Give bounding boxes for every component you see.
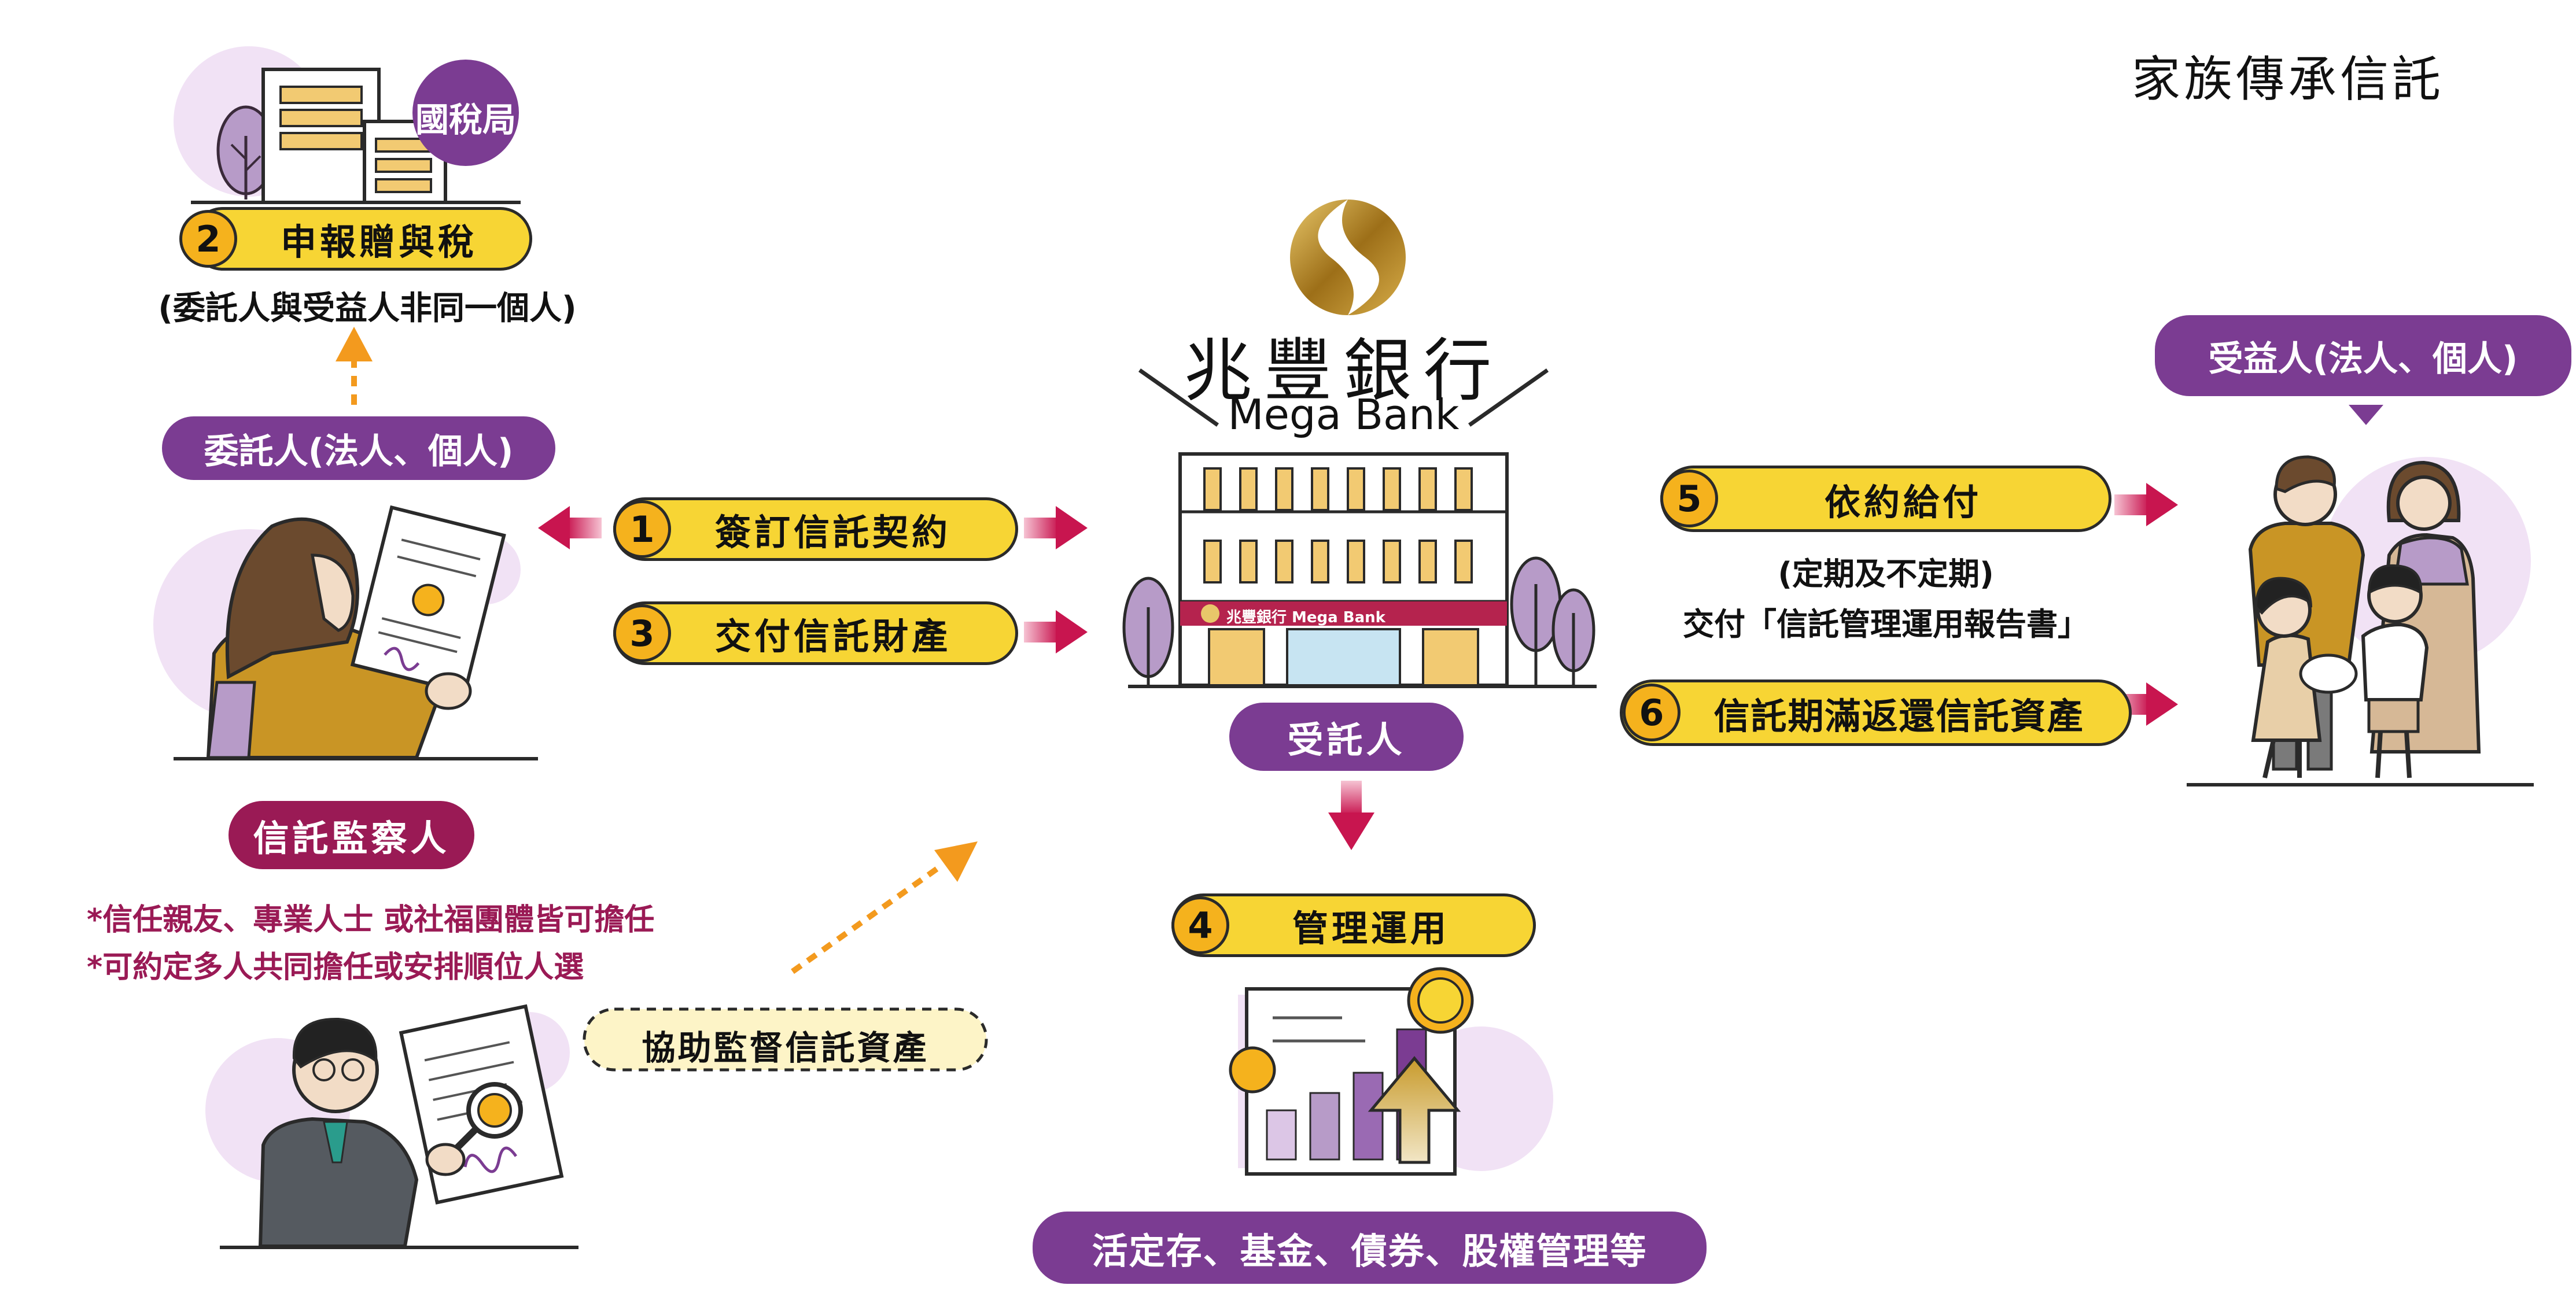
step-2-number: 2 (179, 210, 237, 268)
arrow-to-management (1328, 781, 1374, 850)
trustee-label: 受託人 (1229, 703, 1464, 771)
bank-name-zh: 兆豐銀行 (1184, 331, 1503, 411)
step-6-pill: 信託期滿返還信託資產 (1620, 679, 2132, 746)
bank-window (1418, 467, 1437, 511)
tax-office-label: 國稅局 (415, 100, 516, 139)
step-1-pill: 簽訂信託契約 (613, 497, 1018, 561)
supervisor-note-1: *信任親友、專業人士 或社福團體皆可擔任 (87, 903, 655, 937)
step-2-pill: 申報贈與稅 (191, 207, 532, 271)
supervisor-illustration (205, 1004, 578, 1249)
step-5-label: 依約給付 (1824, 481, 1982, 523)
family-illustration (2187, 455, 2534, 786)
settlor-illustration (153, 505, 538, 760)
tax-office-illustration (174, 46, 521, 204)
bank-window (1275, 467, 1293, 511)
tax-note: (委託人與受益人非同一個人) (158, 290, 577, 327)
step-5-pill: 依約給付 (1660, 466, 2111, 532)
payment-note-2: 交付「信託管理運用報告書」 (1683, 606, 2089, 642)
bank-window (1311, 540, 1329, 584)
arrow-to-bank-3 (1024, 610, 1088, 653)
bank-sign: 兆豐銀行 Mega Bank (1226, 609, 1385, 626)
bank-window (1418, 540, 1437, 584)
bank-window (1239, 467, 1258, 511)
step-2-label: 申報贈與稅 (280, 221, 477, 263)
step-6-label: 信託期滿返還信託資產 (1713, 695, 2084, 737)
products-label: 活定存、基金、債券、股權管理等 (1033, 1212, 1707, 1284)
step-6-number: 6 (1623, 684, 1681, 741)
bank-window (1203, 540, 1222, 584)
arrow-to-bank-1 (1024, 506, 1088, 549)
beneficiary-label: 受益人(法人、個人) (2155, 315, 2571, 396)
bank-window (1239, 540, 1258, 584)
management-illustration (1229, 967, 1553, 1176)
bank-building (1122, 452, 1597, 688)
bank-window (1275, 540, 1293, 584)
bank-window (1383, 540, 1401, 584)
bank-name-en: Mega Bank (1228, 390, 1460, 439)
bank-window (1383, 467, 1401, 511)
arrow-to-settlor (538, 506, 602, 549)
step-3-label: 交付信託財產 (714, 615, 951, 658)
step-5-number: 5 (1660, 470, 1718, 527)
arrow-to-beneficiary-5 (2114, 483, 2178, 526)
settlor-label: 委託人(法人、個人) (162, 416, 555, 480)
step-1-label: 簽訂信託契約 (714, 511, 951, 553)
dashed-up-arrow (336, 327, 373, 405)
payment-note-1: (定期及不定期) (1778, 556, 1994, 592)
bank-window (1203, 467, 1222, 511)
bank-window (1347, 540, 1365, 584)
step-4-label: 管理運用 (1292, 907, 1450, 950)
assist-pill-outline (583, 1007, 988, 1072)
step-3-pill: 交付信託財產 (613, 601, 1018, 665)
bank-window (1454, 467, 1473, 511)
supervisor-note-2: *可約定多人共同擔任或安排順位人選 (87, 950, 584, 985)
bank-window (1454, 540, 1473, 584)
bank-window (1347, 467, 1365, 511)
step-4-pill: 管理運用 (1171, 893, 1536, 957)
step-3-number: 3 (613, 604, 671, 662)
mega-bank-logo (1138, 200, 1549, 427)
dashed-diagonal-arrow (791, 841, 978, 974)
supervisor-label: 信託監察人 (229, 801, 474, 869)
assist-label: 協助監督信託資產 (642, 1028, 929, 1068)
step-1-number: 1 (613, 500, 671, 558)
step-4-number: 4 (1171, 896, 1229, 954)
bank-window (1311, 467, 1329, 511)
page-title: 家族傳承信託 (2132, 51, 2445, 108)
